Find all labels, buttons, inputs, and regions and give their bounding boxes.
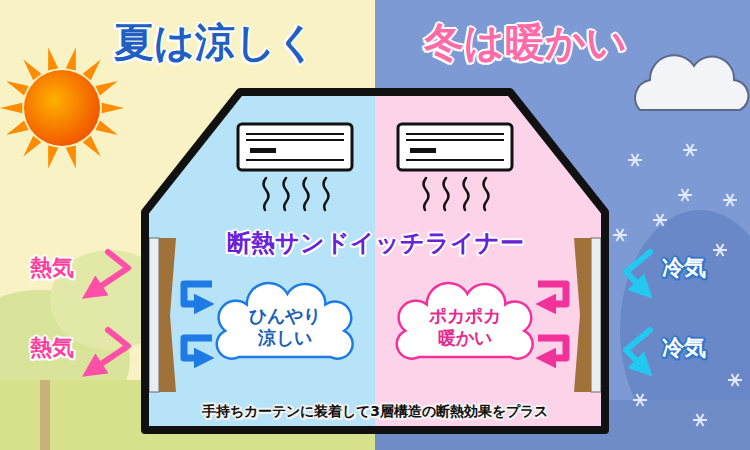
house-panel: ひんやり 涼しい ポカポカ 暖かい 断熱サンドイッチライナー手持ちカーテンに装着して… [130, 88, 620, 434]
airflow-line [424, 178, 429, 210]
sun-ray [66, 48, 76, 71]
window-liner [574, 238, 601, 392]
airflow-lines [264, 178, 489, 210]
sun-ray [102, 103, 124, 113]
air-label: 熱気 [30, 335, 74, 361]
snowflake-stroke [697, 414, 704, 426]
air-arrow [92, 252, 650, 370]
snowflake-stroke [657, 214, 664, 226]
snowflake-stroke [617, 229, 624, 241]
sun [24, 70, 100, 146]
airflow-line [304, 178, 309, 210]
sun-ray [83, 136, 101, 157]
sun-ray [23, 136, 41, 157]
warm-room [375, 92, 605, 430]
cloud-shape [217, 283, 353, 359]
window-liner [149, 238, 176, 392]
snowflake-stroke [717, 244, 724, 256]
snowflake-stroke [632, 154, 639, 166]
sun-ray [6, 121, 28, 135]
cloud-shape [397, 283, 533, 359]
snowflake-stroke [632, 154, 639, 166]
snowflake-stroke [727, 194, 734, 206]
sun-ray [0, 103, 22, 113]
snowflake-stroke [717, 244, 724, 256]
snowflake-stroke [687, 144, 694, 156]
snowflakes [613, 144, 742, 426]
house-outline [130, 88, 620, 434]
snowflake-stroke [732, 374, 739, 386]
snowflake-stroke [727, 194, 734, 206]
snowflake-stroke [657, 214, 664, 226]
snowflake-stroke [697, 414, 704, 426]
snowflake-stroke [687, 144, 694, 156]
season-heading: 夏は涼しく [114, 18, 317, 66]
sun-ray [83, 60, 101, 81]
snowflake-stroke [637, 394, 644, 406]
snowflake-stroke [682, 189, 689, 201]
snowflake-stroke [637, 394, 644, 406]
product-name: 断熱サンドイッチライナー [227, 228, 524, 258]
cloud-text: ポカポカ 暖かい [426, 305, 503, 350]
air-label: 熱気 [30, 255, 74, 281]
air-conditioner [398, 124, 512, 170]
snowflake-stroke [732, 374, 739, 386]
cloud-bubble: ひんやり 涼しい [217, 286, 352, 365]
airflow-line [484, 178, 489, 210]
cloud [635, 55, 748, 110]
sun-ray [95, 121, 117, 135]
snowflake-stroke [682, 189, 689, 201]
sun-ray [95, 81, 117, 95]
cloud-bubble: ポカポカ 暖かい [397, 286, 532, 365]
snowflake-stroke [617, 229, 624, 241]
air-label: 冷気 [662, 335, 706, 361]
caption-note: 手持ちカーテンに装着して3層構造の断熱効果をプラス [202, 403, 548, 421]
sun-rays [0, 48, 124, 169]
airflow-line [264, 178, 269, 210]
sun-ray [66, 146, 76, 169]
air-conditioner [238, 124, 352, 170]
sun-ray [48, 146, 58, 169]
summer-sky [0, 0, 375, 450]
sun-ray [6, 81, 28, 95]
tree-trunk [40, 380, 50, 450]
house-wall [145, 92, 605, 430]
airflow-line [324, 178, 329, 210]
air-label: 冷気 [662, 255, 706, 281]
airflow-line [284, 178, 289, 210]
sun-ray [23, 60, 41, 81]
cool-room [145, 92, 375, 430]
cloud-text: ひんやり 涼しい [246, 305, 323, 350]
airflow-line [464, 178, 469, 210]
season-heading: 冬は暖かい [424, 18, 627, 66]
airflow-line [444, 178, 449, 210]
sun-ray [48, 48, 58, 71]
